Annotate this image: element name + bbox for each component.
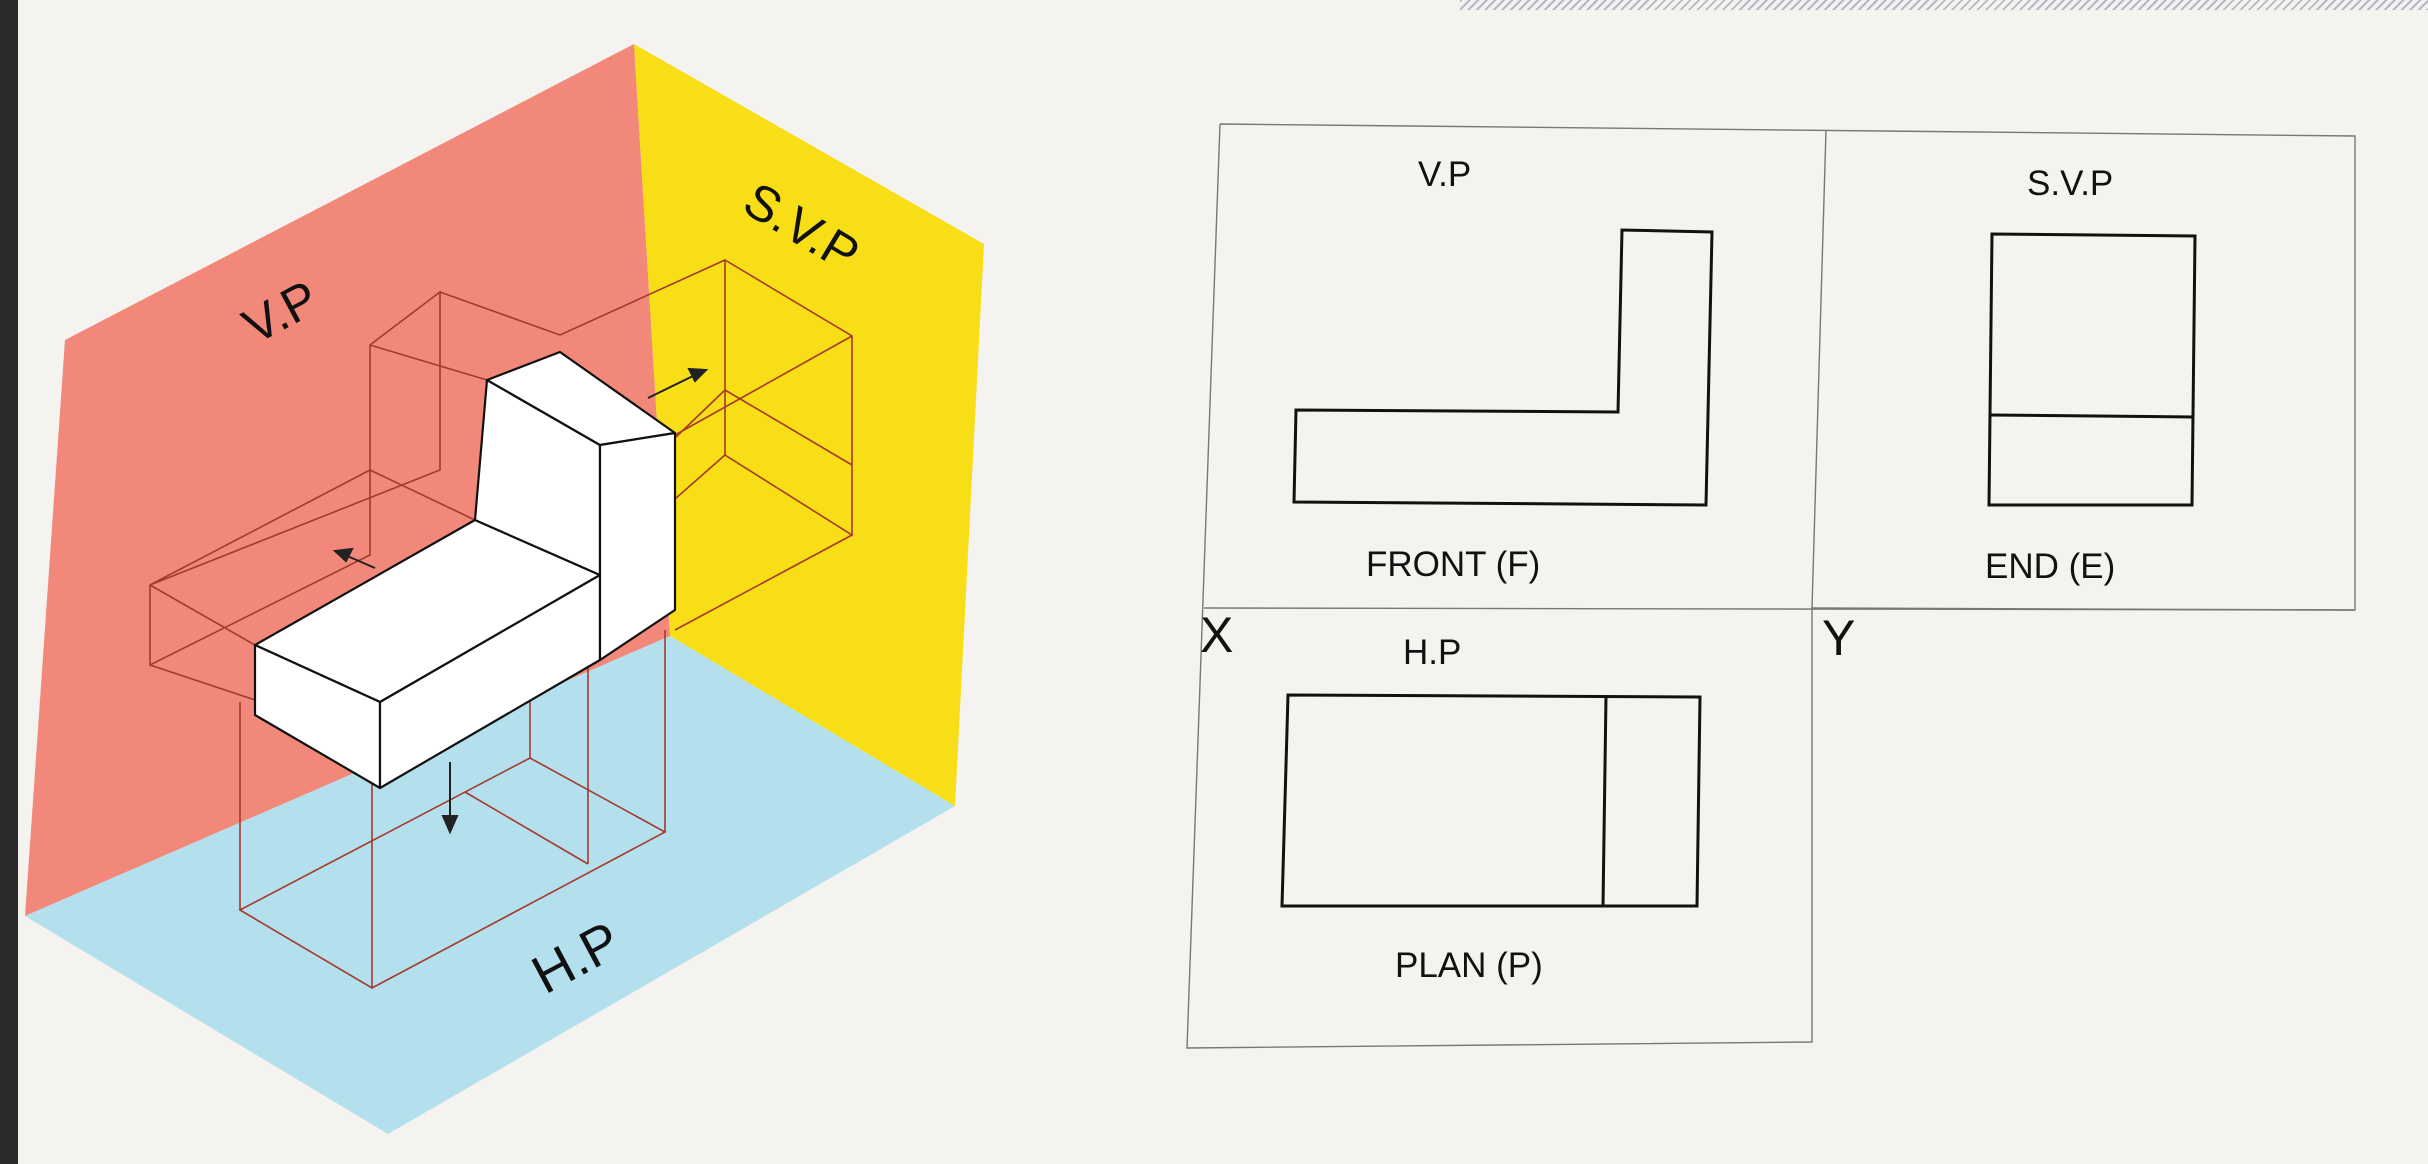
side-plane-label: S.V.P <box>2027 164 2113 203</box>
pictorial-view: V.P S.V.P H.P <box>25 44 984 1134</box>
frame-outer <box>1186 123 2356 1049</box>
svp-projection-mid <box>724 389 853 466</box>
xy-reference-line <box>1203 607 2356 611</box>
projector-line <box>369 469 476 521</box>
arrow-head-icon <box>332 547 354 563</box>
side-vertical-plane <box>634 44 984 806</box>
front-view-label: FRONT (F) <box>1366 545 1540 584</box>
top-plane-label: H.P <box>1403 633 1461 672</box>
horizontal-plane <box>25 636 955 1134</box>
decorative-hatch-band <box>1460 0 2428 10</box>
l-shaped-block <box>253 350 677 790</box>
vp-projection-step <box>149 469 371 586</box>
viewing-arrows <box>332 367 709 835</box>
y-reference-label: Y <box>1822 610 1855 666</box>
view-frames <box>1186 123 2356 1049</box>
x-reference-label: X <box>1200 607 1233 663</box>
orthographic-views: V.P S.V.P FRONT (F) END (E) X Y H.P PLAN… <box>1186 123 2356 1049</box>
block-upright-side-face <box>598 431 677 662</box>
projector-line <box>369 344 488 381</box>
page-edge-shadow <box>0 0 18 1164</box>
front-view-outline <box>1292 228 1714 507</box>
hp-projection-split <box>464 791 589 865</box>
arrow-line <box>647 374 696 399</box>
plan-view-label: PLAN (P) <box>1395 946 1543 985</box>
plan-view-outline <box>1280 693 1702 908</box>
projector-line <box>674 534 853 631</box>
projection-lines <box>149 258 853 989</box>
arrow-head-icon <box>441 815 459 835</box>
projector-line <box>674 335 853 436</box>
end-view-outline <box>1987 232 2197 507</box>
arrow-line <box>344 554 376 569</box>
projector-line <box>559 259 726 336</box>
projector-line <box>149 664 256 701</box>
projector-line <box>439 291 561 336</box>
frame-vertical-divider <box>1811 129 1827 609</box>
front-plane-label: V.P <box>1418 155 1471 194</box>
end-view-label: END (E) <box>1985 547 2115 586</box>
projector-line <box>149 584 256 646</box>
arrow-head-icon <box>687 367 709 383</box>
